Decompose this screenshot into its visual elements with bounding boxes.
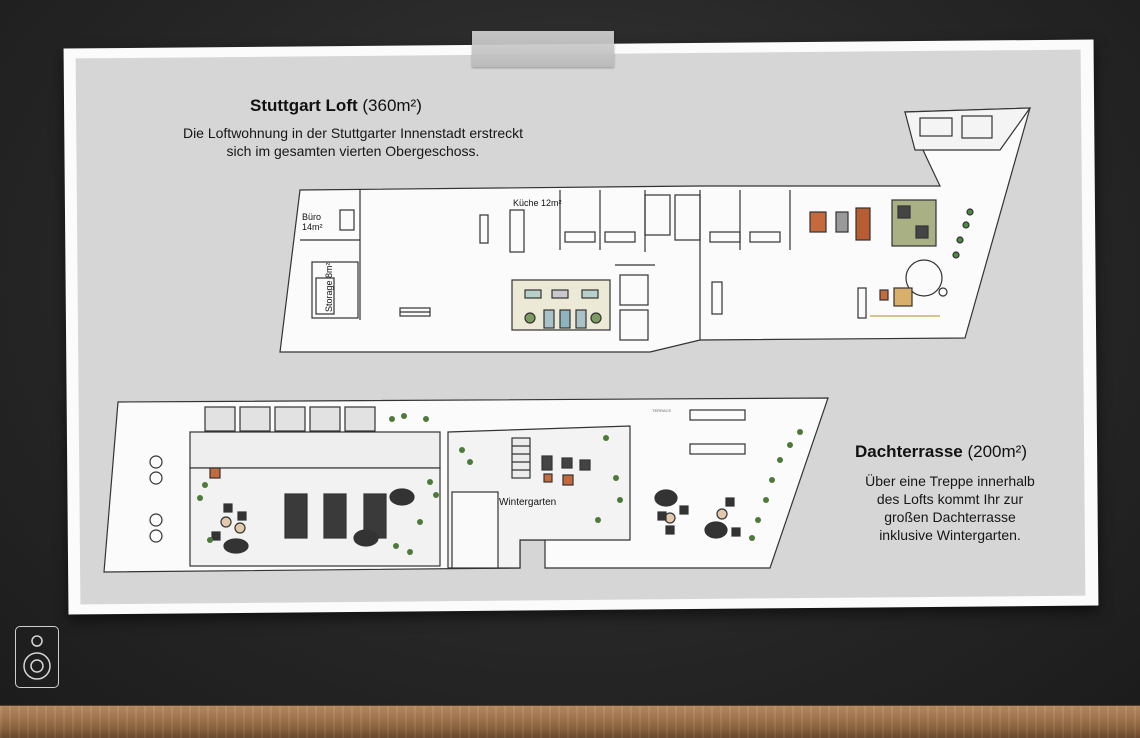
loft-description-line2: sich im gesamten vierten Obergeschoss.: [226, 143, 480, 159]
terrace-title-name: Dachterrasse: [855, 442, 963, 461]
room-label-wintergarten: Wintergarten: [499, 497, 557, 508]
terrace-title: Dachterrasse (200m²): [855, 442, 1027, 462]
speaker-icon-graphic: [23, 635, 51, 680]
loft-title: Stuttgart Loft (360m²): [250, 96, 422, 116]
loft-plan: [279, 107, 1032, 353]
room-label-storage: Storage 8m²: [324, 252, 334, 312]
loft-title-size: (360m²): [362, 96, 422, 115]
tape-strip: [472, 31, 614, 67]
room-label-terrace: TERRACE: [652, 408, 672, 413]
room-label-kueche: Küche 12m²: [513, 198, 562, 208]
terrace-description-line1: Über eine Treppe innerhalb: [865, 473, 1035, 489]
terrace-description-line3: großen Dachterrasse: [884, 509, 1016, 525]
terrace-title-size: (200m²): [967, 442, 1027, 461]
room-label-buero-name: Büro: [302, 212, 322, 222]
loft-description: Die Loftwohnung in der Stuttgarter Innen…: [138, 124, 568, 160]
loft-description-line1: Die Loftwohnung in der Stuttgarter Innen…: [182, 125, 524, 141]
speaker-icon[interactable]: [15, 626, 59, 688]
room-label-buero-size: 14m²: [302, 222, 323, 232]
terrace-description: Über eine Treppe innerhalb des Lofts kom…: [840, 472, 1060, 544]
room-label-storage-name: Storage: [324, 280, 334, 312]
loft-title-name: Stuttgart Loft: [250, 96, 358, 115]
room-label-storage-size: 8m²: [324, 262, 334, 278]
terrace-description-line4: inklusive Wintergarten.: [879, 527, 1021, 543]
terrace-plan: [103, 397, 829, 573]
wooden-shelf: [0, 705, 1140, 738]
room-label-buero: Büro 14m²: [302, 212, 323, 232]
terrace-description-line2: des Lofts kommt Ihr zur: [876, 491, 1024, 507]
